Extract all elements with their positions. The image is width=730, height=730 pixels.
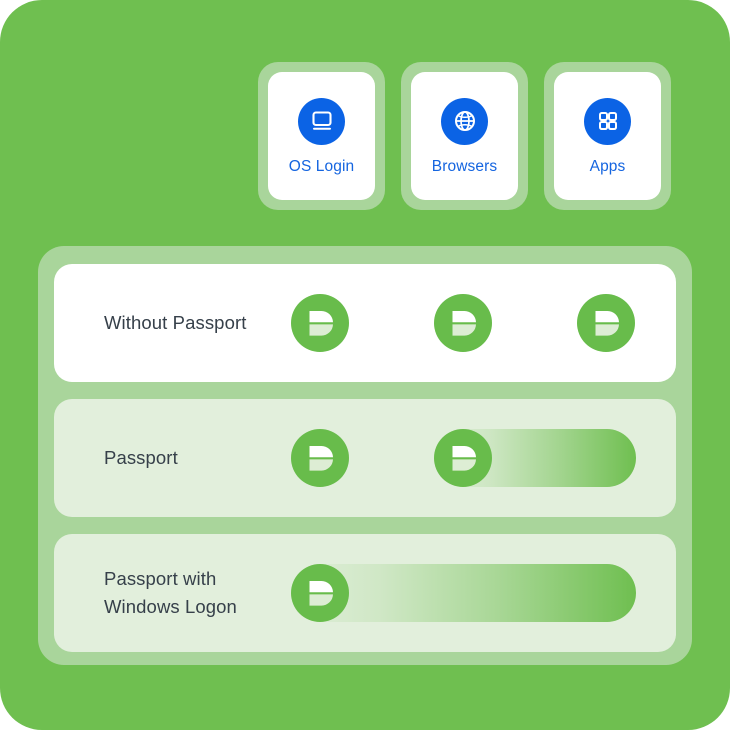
category-label: Apps [589,157,626,175]
category-card-inner: OS Login [268,72,375,200]
passport-badge [434,294,492,352]
globe-icon [441,97,488,145]
passport-badge [291,564,349,622]
row-label: Without Passport [104,311,247,333]
comparison-row-passport-with-windows-logon: Passport with Windows Logon [54,534,676,652]
monitor-icon [298,97,345,145]
category-label: OS Login [288,157,355,175]
row-label: Passport with Windows Logon [104,567,237,617]
category-card-browsers[interactable]: Browsers [401,62,528,210]
comparison-row-passport: Passport [54,399,676,517]
grid-icon [584,97,631,145]
category-card-inner: Apps [554,72,661,200]
passport-badge [434,429,492,487]
category-card-apps[interactable]: Apps [544,62,671,210]
passport-badge [291,294,349,352]
passport-badge [577,294,635,352]
category-label: Browsers [431,157,498,175]
category-card-os-login[interactable]: OS Login [258,62,385,210]
passport-badge [291,429,349,487]
row-label: Passport [104,446,178,468]
category-card-inner: Browsers [411,72,518,200]
comparison-row-without-passport: Without Passport [54,264,676,382]
comparison-panel: Without Passport [38,246,692,665]
